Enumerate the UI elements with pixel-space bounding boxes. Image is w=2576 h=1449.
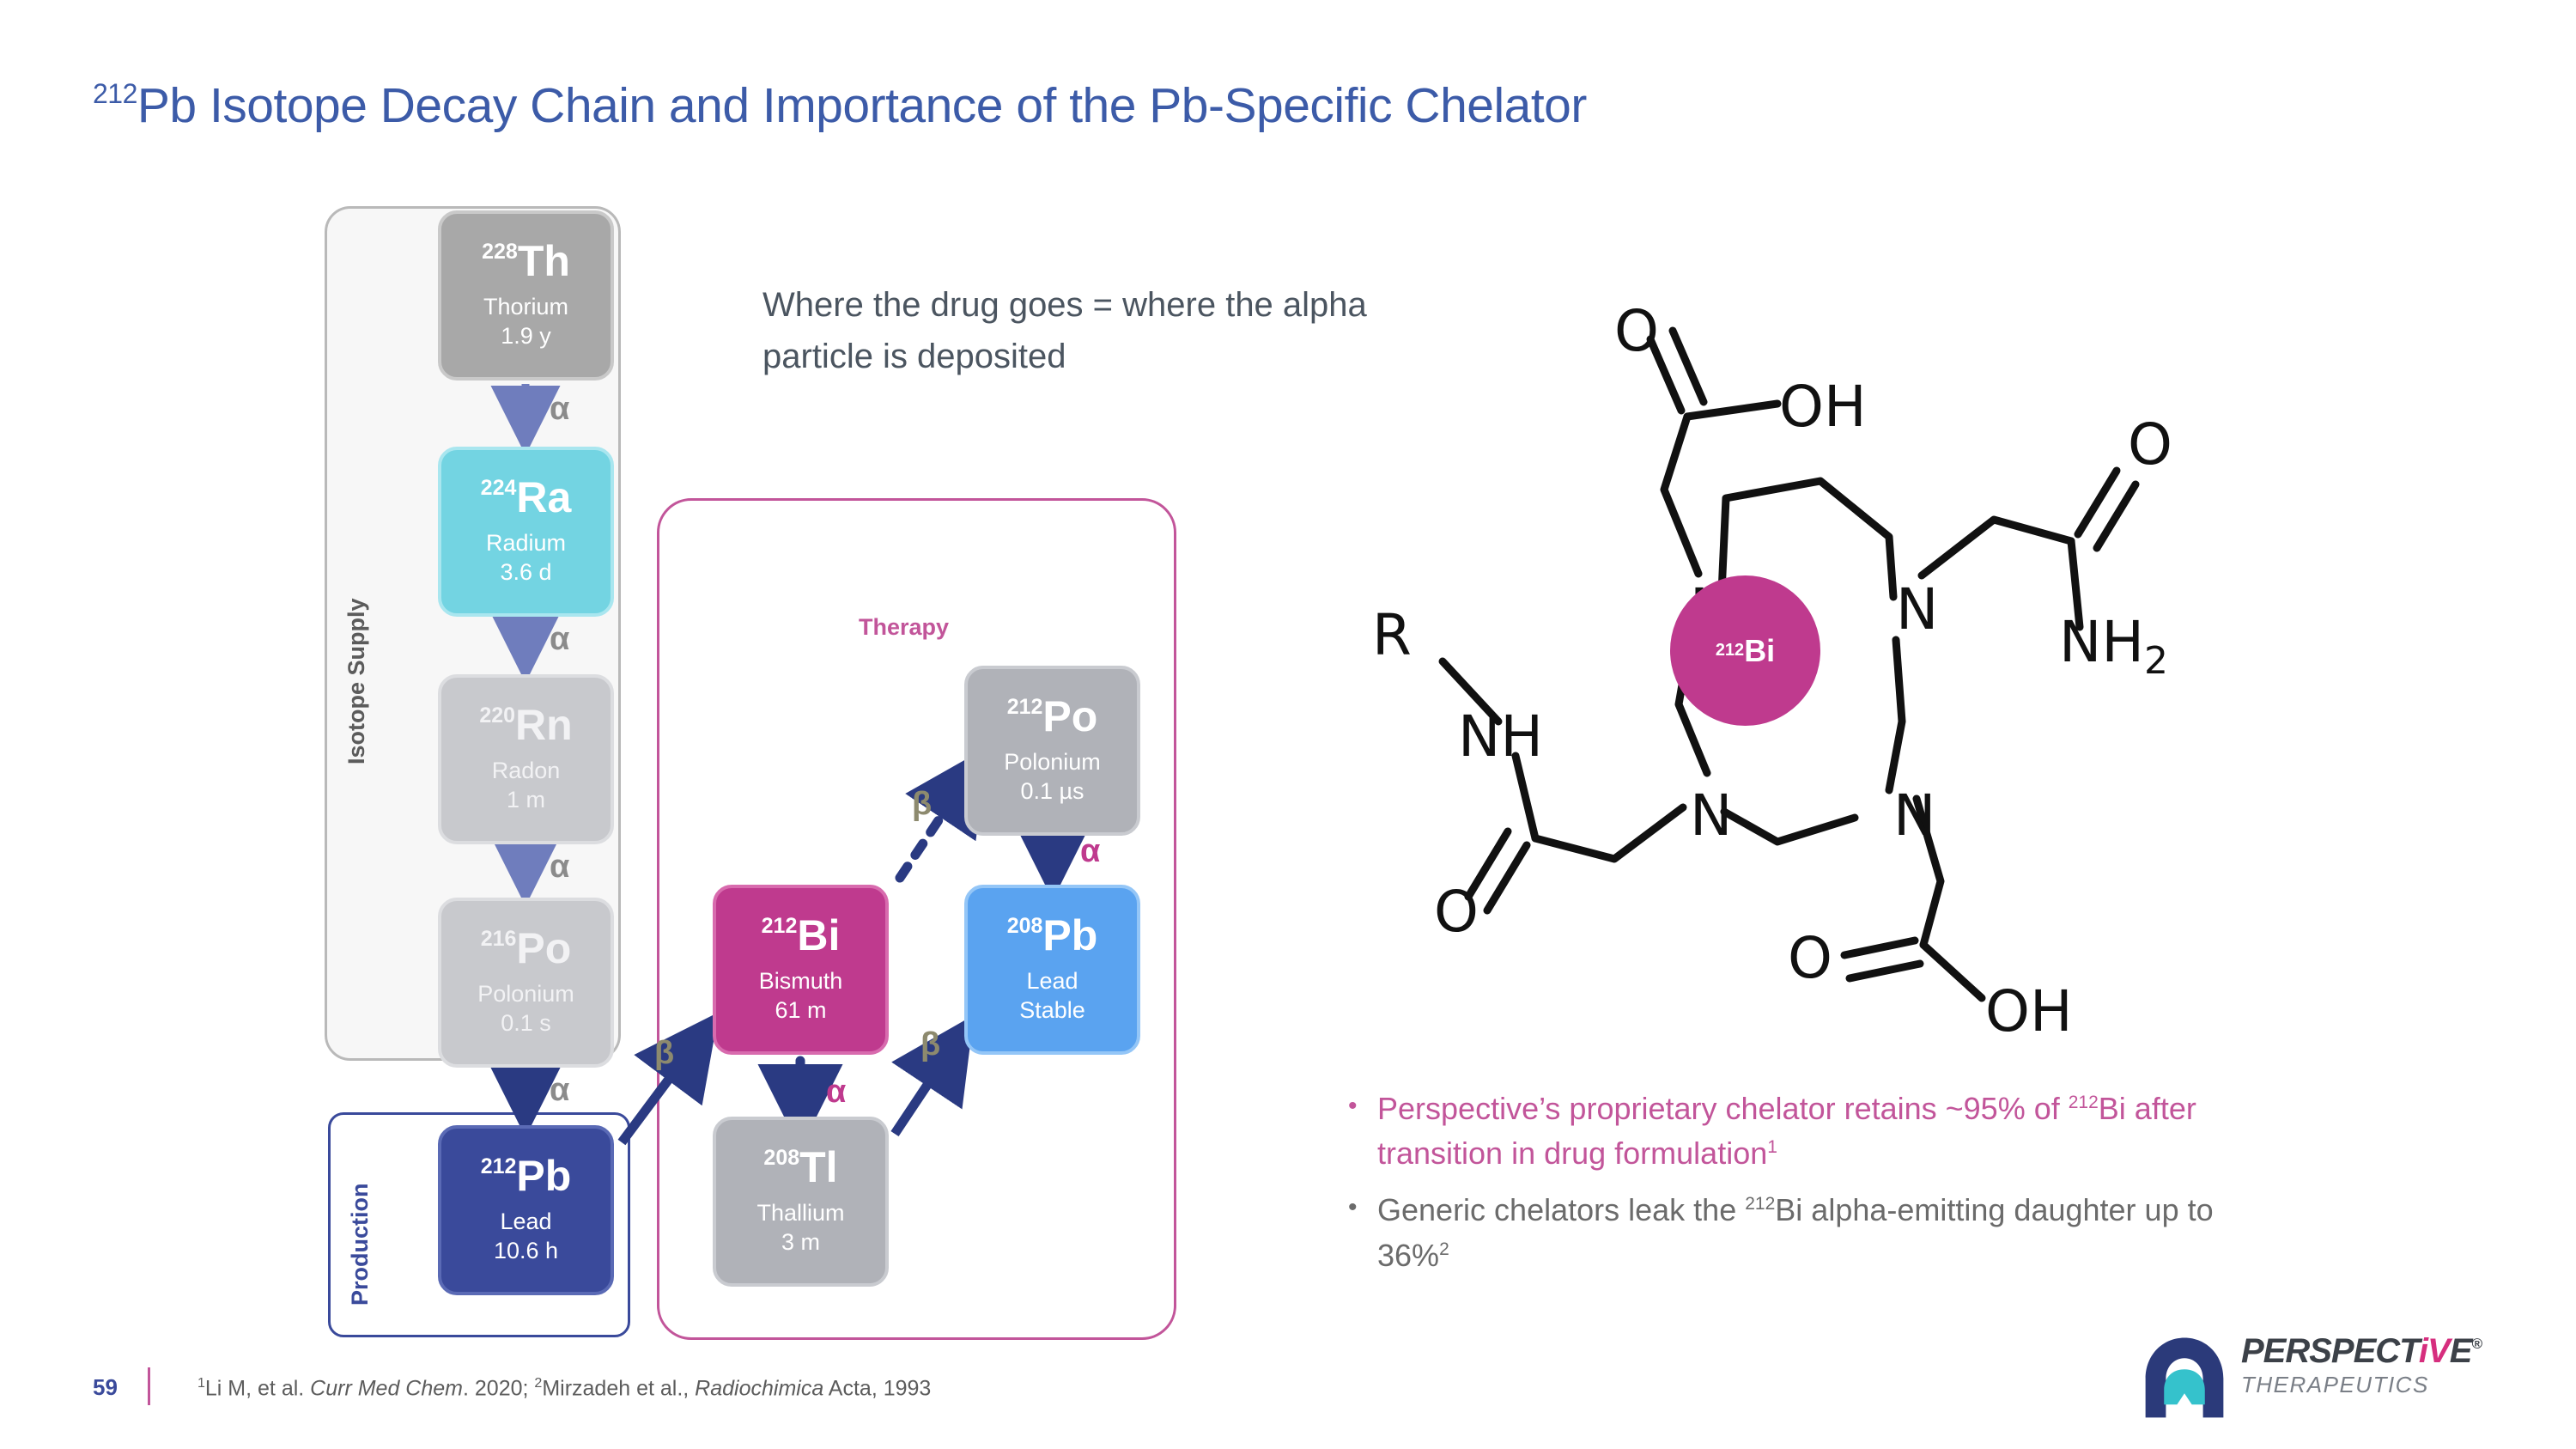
decay-label-beta-bi-po: β <box>912 786 933 822</box>
atom-label-n3: N <box>1893 782 1935 849</box>
decay-label-beta-pb-bi: β <box>654 1035 675 1071</box>
logo-subtitle: THERAPEUTICS <box>2241 1372 2429 1397</box>
nuclide-box-ra: 224Ra Radium 3.6 d <box>438 447 614 617</box>
nuclide-name-bi212: Bismuth <box>758 968 843 995</box>
nuclide-halflife-ra: 3.6 d <box>500 559 552 585</box>
atom-label-oh-bottom-right: OH <box>1985 978 2073 1044</box>
nuclide-name-pb208: Lead <box>1026 968 1078 995</box>
nuclide-box-pb212: 212Pb Lead 10.6 h <box>438 1125 614 1295</box>
page-number: 59 <box>93 1374 118 1400</box>
atom-label-oh-top-left: OH <box>1779 374 1867 440</box>
nuclide-symbol-pb208: 208Pb <box>1006 911 1098 960</box>
footer-divider <box>148 1367 150 1405</box>
decay-label-alpha-ra-rn: α <box>550 621 570 657</box>
nuclide-box-tl208: 208Tl Thallium 3 m <box>713 1117 889 1287</box>
nuclide-name-tl208: Thallium <box>756 1200 845 1227</box>
atom-label-o-bottom-right: O <box>1788 925 1832 991</box>
decay-label-alpha-rn-po: α <box>550 849 570 885</box>
nuclide-symbol-po212: 212Po <box>1006 692 1098 741</box>
nuclide-box-th: 228Th Thorium 1.9 y <box>438 210 614 381</box>
company-logo: PERSPECTiVE® THERAPEUTICS <box>2138 1327 2516 1430</box>
atom-label-n2: N <box>1896 576 1938 642</box>
center-annotation: Where the drug goes = where the alpha pa… <box>762 286 1367 375</box>
nuclide-halflife-po216: 0.1 s <box>501 1010 551 1036</box>
logo-name-main: PERSPECT <box>2241 1332 2420 1370</box>
therapy-label: Therapy <box>859 614 950 640</box>
nuclide-box-bi212: 212Bi Bismuth 61 m <box>713 885 889 1055</box>
citation-text: 1Li M, et al. Curr Med Chem. 2020; 2Mirz… <box>197 1376 932 1401</box>
bullet-text-1: Perspective’s proprietary chelator retai… <box>1377 1091 2196 1172</box>
nuclide-halflife-po212: 0.1 µs <box>1020 778 1084 804</box>
bullet-list: • Perspective’s proprietary chelator ret… <box>1348 1087 2250 1290</box>
bullet-dot-icon: • <box>1348 1092 1358 1120</box>
decay-label-alpha-th-ra: α <box>550 391 570 427</box>
nuclide-symbol-ra: 224Ra <box>480 473 572 522</box>
nuclide-box-po216: 216Po Polonium 0.1 s <box>438 898 614 1068</box>
bullet-text-2: Generic chelators leak the 212Bi alpha-e… <box>1377 1192 2214 1273</box>
nuclide-name-po216: Polonium <box>477 981 574 1008</box>
nuclide-symbol-po216: 216Po <box>480 924 572 973</box>
perspective-arch-icon <box>2145 1337 2224 1418</box>
nuclide-name-pb212: Lead <box>500 1209 552 1235</box>
nuclide-name-th: Thorium <box>483 294 569 320</box>
nuclide-name-rn: Radon <box>491 758 561 784</box>
atom-label-r: R <box>1372 602 1412 668</box>
nuclide-symbol-rn: 220Rn <box>479 701 573 750</box>
nuclide-box-rn: 220Rn Radon 1 m <box>438 674 614 844</box>
title-text: Pb Isotope Decay Chain and Importance of… <box>137 78 1587 133</box>
title-mass-number: 212 <box>93 78 137 109</box>
nuclide-symbol-pb212: 212Pb <box>480 1152 572 1201</box>
atom-label-o-bottom-left: O <box>1434 879 1479 945</box>
nuclide-box-po212: 212Po Polonium 0.1 µs <box>964 666 1140 836</box>
decay-label-alpha-po-pb208: α <box>1080 833 1101 869</box>
atom-label-nh2: NH2 <box>2059 609 2168 683</box>
nuclide-halflife-tl208: 3 m <box>781 1229 820 1255</box>
bullet-dot-icon: • <box>1348 1193 1358 1222</box>
atom-label-o-top-left: O <box>1614 298 1659 364</box>
chelated-bi-symbol: Bi <box>1744 632 1776 668</box>
nuclide-halflife-rn: 1 m <box>506 787 545 813</box>
nuclide-name-po212: Polonium <box>1004 749 1101 776</box>
nuclide-halflife-pb212: 10.6 h <box>493 1238 559 1263</box>
atom-label-nh: NH <box>1458 703 1543 770</box>
decay-label-alpha-po-pb: α <box>550 1072 570 1108</box>
logo-wordmark: PERSPECTiVE® THERAPEUTICS <box>2241 1334 2482 1396</box>
decay-label-alpha-bi-tl: α <box>826 1074 847 1110</box>
page-title: 212Pb Isotope Decay Chain and Importance… <box>93 77 1587 134</box>
logo-registered-icon: ® <box>2471 1336 2482 1352</box>
logo-name-end: E <box>2449 1332 2473 1370</box>
nuclide-halflife-bi212: 61 m <box>775 997 827 1023</box>
atom-label-o-top-right: O <box>2128 411 2172 478</box>
nuclide-symbol-bi212: 212Bi <box>761 911 841 960</box>
nuclide-symbol-tl208: 208Tl <box>763 1143 838 1192</box>
decay-label-beta-tl-pb: β <box>920 1026 941 1062</box>
list-item: • Perspective’s proprietary chelator ret… <box>1348 1087 2250 1176</box>
chelated-bi-mass: 212 <box>1715 641 1745 660</box>
nuclide-box-pb208: 208Pb Lead Stable <box>964 885 1140 1055</box>
atom-label-n4: N <box>1690 782 1732 849</box>
nuclide-halflife-pb208: Stable <box>1019 997 1085 1023</box>
list-item: • Generic chelators leak the 212Bi alpha… <box>1348 1188 2250 1277</box>
nuclide-name-ra: Radium <box>485 530 567 557</box>
nuclide-symbol-th: 228Th <box>482 237 570 286</box>
nuclide-halflife-th: 1.9 y <box>501 323 551 349</box>
logo-name-accent: iV <box>2418 1332 2451 1370</box>
